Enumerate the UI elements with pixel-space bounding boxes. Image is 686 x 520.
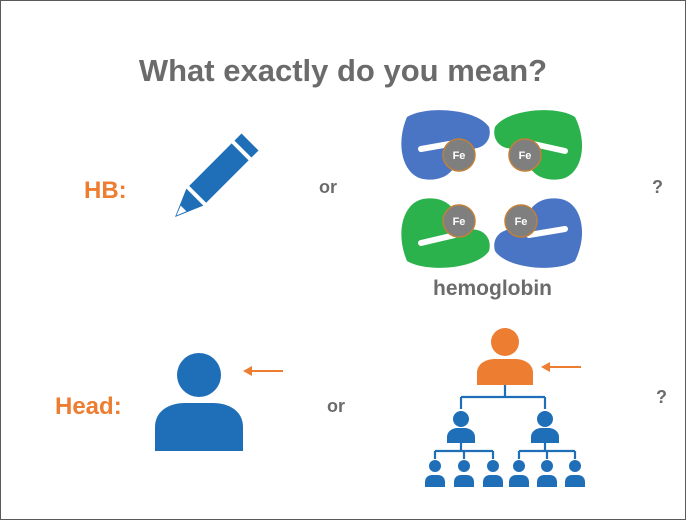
pencil-icon: [175, 133, 259, 217]
svg-text:Fe: Fe: [519, 150, 532, 162]
arrow-left-icon: [243, 366, 283, 376]
org-chart-icon: [425, 328, 585, 487]
heme-tr: Fe: [508, 138, 542, 172]
question-mark-2: ?: [656, 387, 667, 407]
heme-tl: Fe: [442, 138, 476, 172]
or-text-2: or: [327, 396, 345, 416]
heme-br: Fe: [504, 204, 538, 238]
question-mark-1: ?: [652, 177, 663, 197]
svg-text:Fe: Fe: [453, 216, 466, 228]
svg-text:Fe: Fe: [453, 150, 466, 162]
hemoglobin-caption: hemoglobin: [433, 277, 552, 300]
term-head: Head:: [55, 393, 122, 420]
hemoglobin-icon: Fe Fe Fe Fe: [401, 110, 583, 268]
arrow-left-icon-2: [541, 362, 581, 372]
slide-title: What exactly do you mean?: [138, 53, 548, 88]
heme-bl: Fe: [442, 204, 476, 238]
or-text-1: or: [319, 177, 337, 197]
svg-text:Fe: Fe: [515, 216, 528, 228]
term-hb: HB:: [84, 177, 127, 204]
person-icon: [155, 353, 243, 451]
